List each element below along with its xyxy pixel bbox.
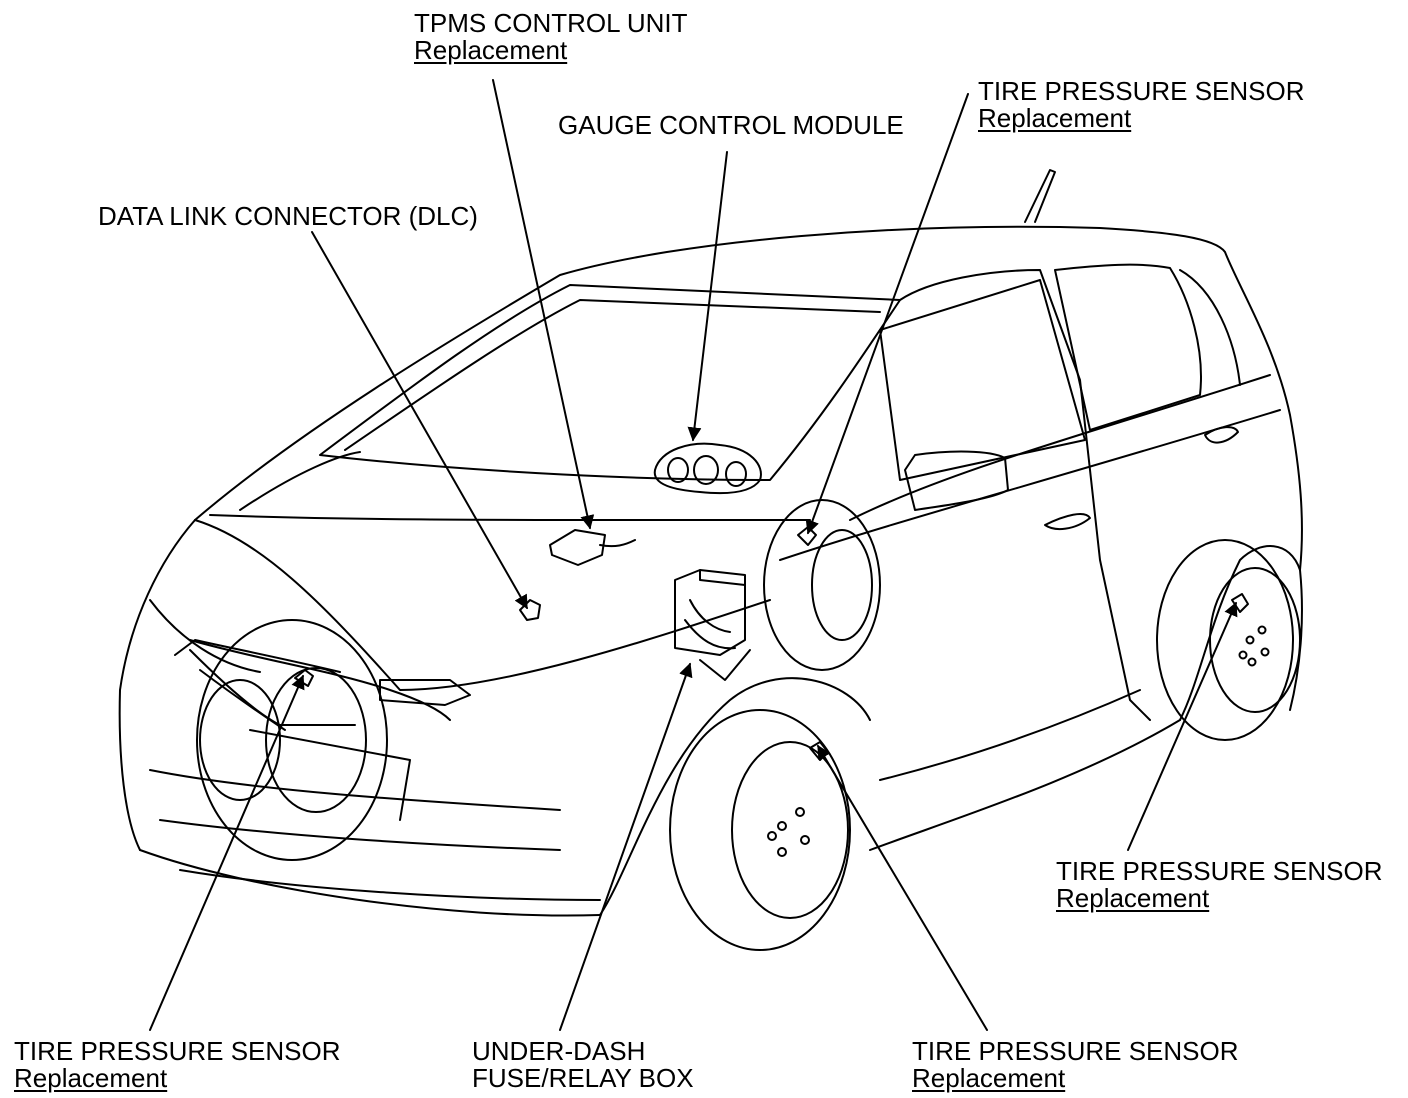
under-dash-fuse-relay-box-part [674, 569, 751, 681]
callout-gauge-control-module: GAUGE CONTROL MODULE [558, 112, 904, 139]
callout-under-dash-fuse-relay-box: UNDER-DASH FUSE/RELAY BOX [472, 1038, 694, 1092]
data-link-connector-label: DATA LINK CONNECTOR (DLC) [98, 201, 478, 231]
callout-tpms-control-unit: TPMS CONTROL UNIT Replacement [414, 10, 687, 64]
under-dash-label: UNDER-DASH [472, 1036, 646, 1066]
callout-data-link-connector: DATA LINK CONNECTOR (DLC) [98, 203, 478, 230]
tpms-control-unit-replacement-link[interactable]: Replacement [414, 35, 568, 65]
tpms-control-unit-part [549, 529, 636, 566]
gauge-control-module-label: GAUGE CONTROL MODULE [558, 110, 904, 140]
tire-pressure-sensor-parts [294, 526, 1249, 761]
tire-sensor-right-front-label: TIRE PRESSURE SENSOR [978, 76, 1305, 106]
tire-sensor-right-rear-label: TIRE PRESSURE SENSOR [1056, 856, 1383, 886]
callout-tire-sensor-right-rear: TIRE PRESSURE SENSOR Replacement [1056, 858, 1383, 912]
tire-sensor-left-front-label: TIRE PRESSURE SENSOR [14, 1036, 341, 1066]
left-front-wheel [196, 619, 388, 861]
callout-tire-sensor-left-rear: TIRE PRESSURE SENSOR Replacement [912, 1038, 1239, 1092]
dlc-part [519, 599, 541, 621]
callout-tire-sensor-right-front: TIRE PRESSURE SENSOR Replacement [978, 78, 1305, 132]
left-rear-wheel [669, 709, 851, 951]
callout-tire-sensor-left-front: TIRE PRESSURE SENSOR Replacement [14, 1038, 341, 1092]
tire-sensor-left-rear-label: TIRE PRESSURE SENSOR [912, 1036, 1239, 1066]
tire-sensor-left-front-replacement-link[interactable]: Replacement [14, 1063, 168, 1093]
tire-sensor-right-rear-replacement-link[interactable]: Replacement [1056, 883, 1210, 913]
tire-sensor-left-rear-replacement-link[interactable]: Replacement [912, 1063, 1066, 1093]
leader-lines [149, 79, 1238, 1031]
fuse-relay-box-label: FUSE/RELAY BOX [472, 1063, 694, 1093]
right-rear-wheel [1156, 539, 1301, 741]
tpms-control-unit-label: TPMS CONTROL UNIT [414, 8, 688, 38]
gauge-control-module-part [653, 442, 762, 495]
tire-sensor-right-front-replacement-link[interactable]: Replacement [978, 103, 1132, 133]
right-front-wheel [763, 499, 881, 671]
